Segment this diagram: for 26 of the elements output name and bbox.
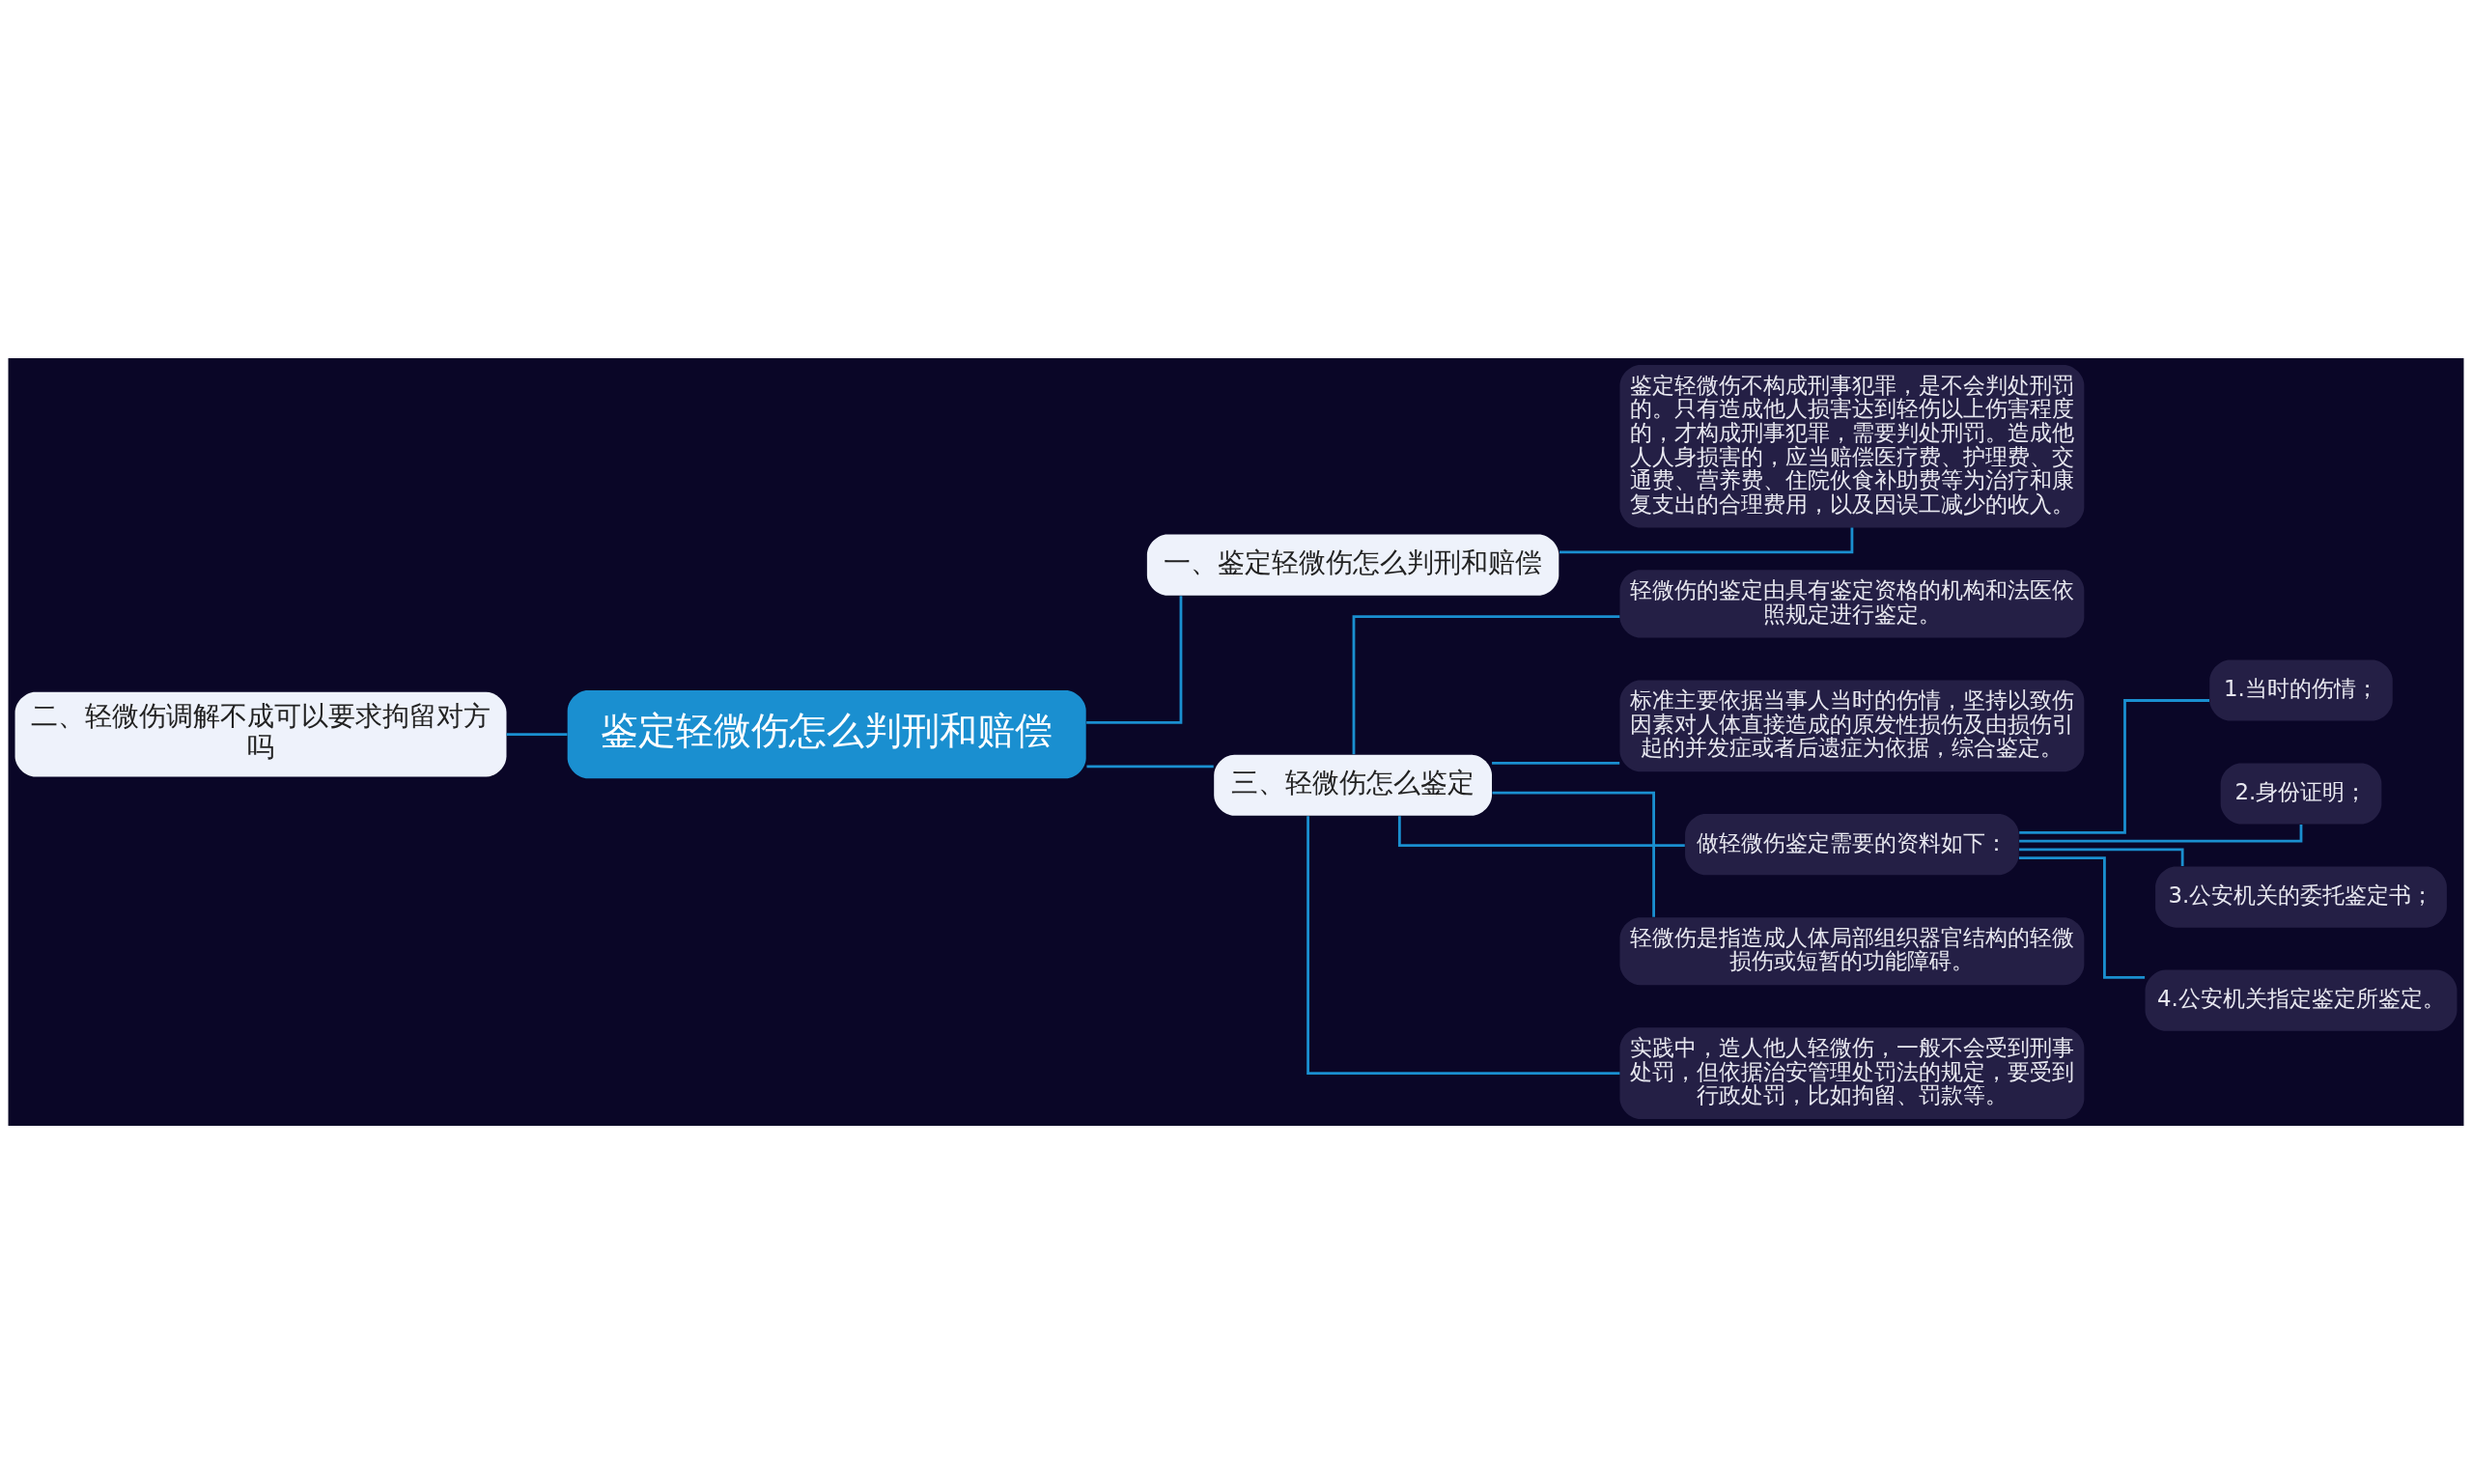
- connector: [2019, 699, 2209, 834]
- node-box: 一、鉴定轻微伤怎么判刑和赔偿: [1146, 534, 1559, 596]
- node-box: 实践中，造人他人轻微伤，一般不会受到刑事处罚，但依据治安管理处罚法的规定，要受到行政处罚，比如拘留、罚款等。: [1619, 1027, 2085, 1119]
- node-box: 轻微伤的鉴定由具有鉴定资格的机构和法医依照规定进行鉴定。: [1619, 570, 2085, 638]
- connector: [1492, 791, 1655, 917]
- connector: [2018, 856, 2146, 979]
- node-box: 三、轻微伤怎么鉴定: [1214, 754, 1492, 816]
- connector: [1086, 596, 1183, 724]
- node-box: 2.身份证明；: [2220, 763, 2382, 825]
- node-box: 标准主要依据当事人当时的伤情，坚持以致伤因素对人体直接造成的原发性损伤及由损伤引起的并发症或者后遗症为依据，综合鉴定。: [1619, 680, 2085, 772]
- node-box: 做轻微伤鉴定需要的资料如下：: [1685, 814, 2019, 876]
- connector: [2019, 848, 2184, 867]
- node-box: 轻微伤是指造成人体局部组织器官结构的轻微损伤或短暂的功能障碍。: [1619, 917, 2085, 986]
- node-box: 鉴定轻微伤不构成刑事犯罪，是不会判处刑罚的。只有造成他人损害达到轻伤以上伤害程度的，才构成刑事犯罪，需要判处刑罚。造成他人人身损害的，应当赔偿医疗费、护理费、交通费、营养费、住院伙食补助费等为治疗和康复支出的合理费用，以及因误工减少的收入。: [1619, 365, 2085, 528]
- connector: [506, 733, 568, 736]
- connector: [1306, 816, 1620, 1075]
- connector: [1352, 615, 1620, 755]
- node-box: 3.公安机关的委托鉴定书；: [2155, 866, 2447, 928]
- node-box: 4.公安机关指定鉴定所鉴定。: [2145, 969, 2458, 1031]
- connector: [2019, 825, 2303, 843]
- node-box: 鉴定轻微伤怎么判刑和赔偿: [567, 689, 1086, 779]
- connector: [1086, 765, 1214, 769]
- connector: [1492, 762, 1620, 765]
- node-box: 二、轻微伤调解不成可以要求拘留对方吗: [14, 691, 507, 777]
- node-box: 1.当时的伤情；: [2209, 659, 2393, 721]
- connector: [1559, 527, 1854, 554]
